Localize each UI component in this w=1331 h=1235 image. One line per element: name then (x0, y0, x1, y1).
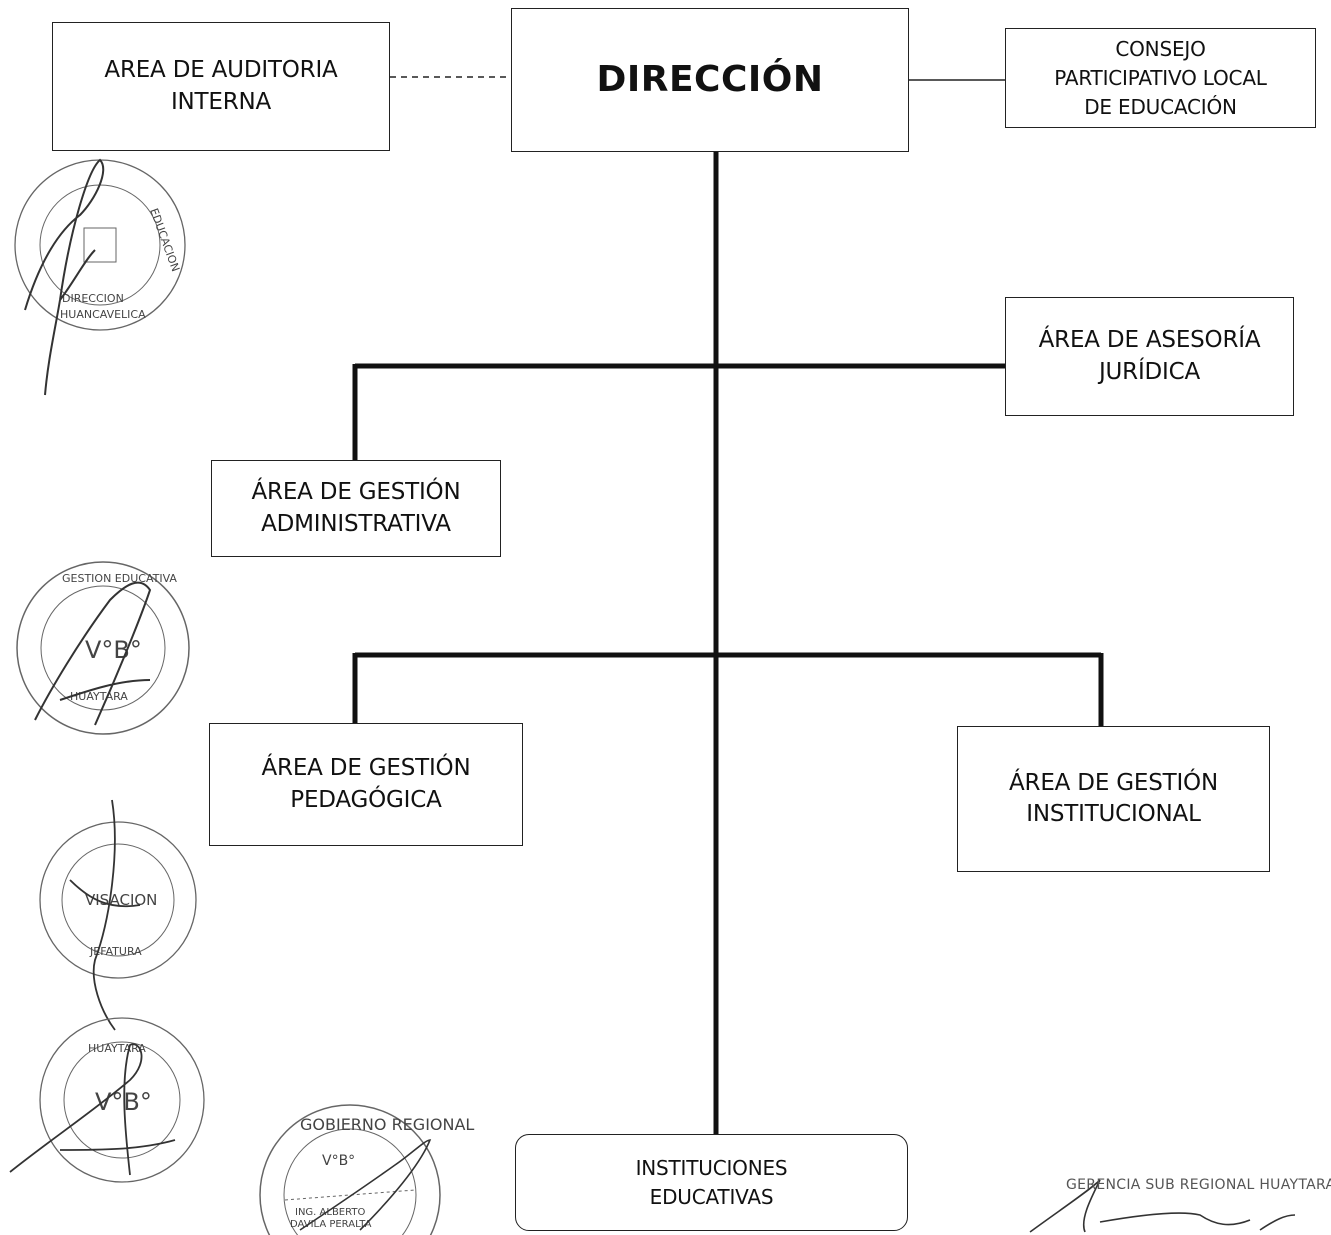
svg-text:EDUCACION: EDUCACION (147, 207, 182, 274)
svg-text:V°B°: V°B° (85, 636, 142, 664)
legal-advisory-box: ÁREA DE ASESORÍA JURÍDICA (1005, 297, 1294, 416)
stamp-administrative-area: V°B° HUAYTARA (39, 1017, 205, 1183)
signature-2 (34, 581, 152, 726)
signature-6 (1029, 1179, 1296, 1233)
signature-1 (24, 158, 105, 396)
stamp-regional-government: GOBIERNO REGIONAL V°B° ING. ALBERTO DAVI… (259, 1104, 474, 1235)
stamp-ugel-vobo: V°B° HUAYTARA GESTION EDUCATIVA (16, 561, 190, 735)
svg-text:HUAYTARA: HUAYTARA (70, 690, 128, 703)
stamp-pedagogical-area: VISACION JEFATURA (39, 821, 197, 979)
educational-institutions-label: INSTITUCIONES EDUCATIVAS (635, 1155, 788, 1209)
svg-text:ING. ALBERTO: ING. ALBERTO (295, 1207, 365, 1218)
gerencia-stamp-text: GERENCIA SUB REGIONAL HUAYTARA (1066, 1177, 1331, 1193)
svg-text:GOBIERNO REGIONAL: GOBIERNO REGIONAL (300, 1115, 474, 1134)
legal-advisory-label: ÁREA DE ASESORÍA JURÍDICA (1038, 327, 1261, 385)
direction-box: DIRECCIÓN (511, 8, 909, 152)
svg-text:JEFATURA: JEFATURA (89, 945, 142, 958)
svg-text:V°B°: V°B° (322, 1153, 355, 1169)
svg-text:DIRECCION: DIRECCION (62, 292, 124, 305)
institutional-management-label: ÁREA DE GESTIÓN INSTITUCIONAL (1009, 769, 1218, 827)
council-box: CONSEJO PARTICIPATIVO LOCAL DE EDUCACIÓN (1005, 28, 1316, 128)
educational-institutions-box: INSTITUCIONES EDUCATIVAS (515, 1134, 908, 1231)
internal-audit-label: AREA DE AUDITORIA INTERNA (104, 57, 338, 115)
signature-3 (69, 799, 141, 1031)
svg-text:DAVILA PERALTA: DAVILA PERALTA (290, 1219, 372, 1230)
administrative-management-box: ÁREA DE GESTIÓN ADMINISTRATIVA (211, 460, 501, 557)
pedagogical-management-label: ÁREA DE GESTIÓN PEDAGÓGICA (261, 755, 471, 813)
administrative-management-label: ÁREA DE GESTIÓN ADMINISTRATIVA (251, 479, 461, 537)
signature-5 (299, 1139, 432, 1231)
signature-4 (9, 1043, 176, 1176)
svg-text:HUANCAVELICA: HUANCAVELICA (60, 308, 146, 321)
internal-audit-box: AREA DE AUDITORIA INTERNA (52, 22, 390, 151)
council-label: CONSEJO PARTICIPATIVO LOCAL DE EDUCACIÓN (1054, 36, 1267, 119)
pedagogical-management-box: ÁREA DE GESTIÓN PEDAGÓGICA (209, 723, 523, 846)
svg-text:HUAYTARA: HUAYTARA (88, 1042, 146, 1055)
institutional-management-box: ÁREA DE GESTIÓN INSTITUCIONAL (957, 726, 1270, 872)
svg-text:GESTION EDUCATIVA: GESTION EDUCATIVA (62, 572, 177, 585)
direction-label: DIRECCIÓN (596, 58, 824, 100)
